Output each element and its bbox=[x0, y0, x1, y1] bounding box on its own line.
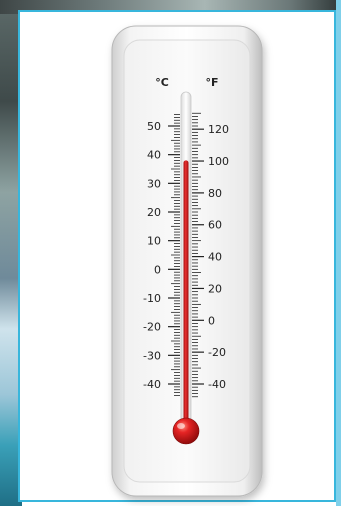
celsius-tick-labels: 50 40 30 20 10 0 -10 -20 -30 -40 bbox=[143, 120, 161, 391]
fahrenheit-tick-label: 0 bbox=[208, 314, 215, 327]
celsius-tick-label: -20 bbox=[143, 321, 161, 334]
celsius-tick-label: 20 bbox=[147, 206, 161, 219]
celsius-tick-label: -30 bbox=[143, 349, 161, 362]
fahrenheit-tick-labels: 120 100 80 60 40 20 0 -20 -40 bbox=[208, 123, 229, 391]
mercury-bulb bbox=[172, 417, 200, 445]
frame-edge bbox=[336, 0, 341, 506]
mercury-column bbox=[183, 160, 189, 425]
celsius-tick-label: -10 bbox=[143, 292, 161, 305]
fahrenheit-tick-label: 40 bbox=[208, 251, 222, 264]
celsius-tick-label: -40 bbox=[143, 378, 161, 391]
fahrenheit-tick-label: -40 bbox=[208, 378, 226, 391]
fahrenheit-tick-label: 60 bbox=[208, 219, 222, 232]
celsius-unit-label: °C bbox=[155, 76, 169, 89]
fahrenheit-tick-label: -20 bbox=[208, 346, 226, 359]
celsius-tick-label: 50 bbox=[147, 120, 161, 133]
celsius-tick-label: 40 bbox=[147, 149, 161, 162]
fahrenheit-tick-label: 100 bbox=[208, 155, 229, 168]
bulb-highlight bbox=[177, 423, 185, 429]
fahrenheit-tick-label: 20 bbox=[208, 282, 222, 295]
fahrenheit-tick-label: 120 bbox=[208, 123, 229, 136]
background-photo bbox=[0, 0, 22, 506]
celsius-scale bbox=[168, 114, 180, 396]
celsius-tick-label: 10 bbox=[147, 235, 161, 248]
celsius-tick-label: 0 bbox=[154, 263, 161, 276]
fahrenheit-scale bbox=[192, 112, 204, 398]
fahrenheit-unit-label: °F bbox=[205, 76, 218, 89]
celsius-tick-label: 30 bbox=[147, 177, 161, 190]
fahrenheit-tick-label: 80 bbox=[208, 187, 222, 200]
